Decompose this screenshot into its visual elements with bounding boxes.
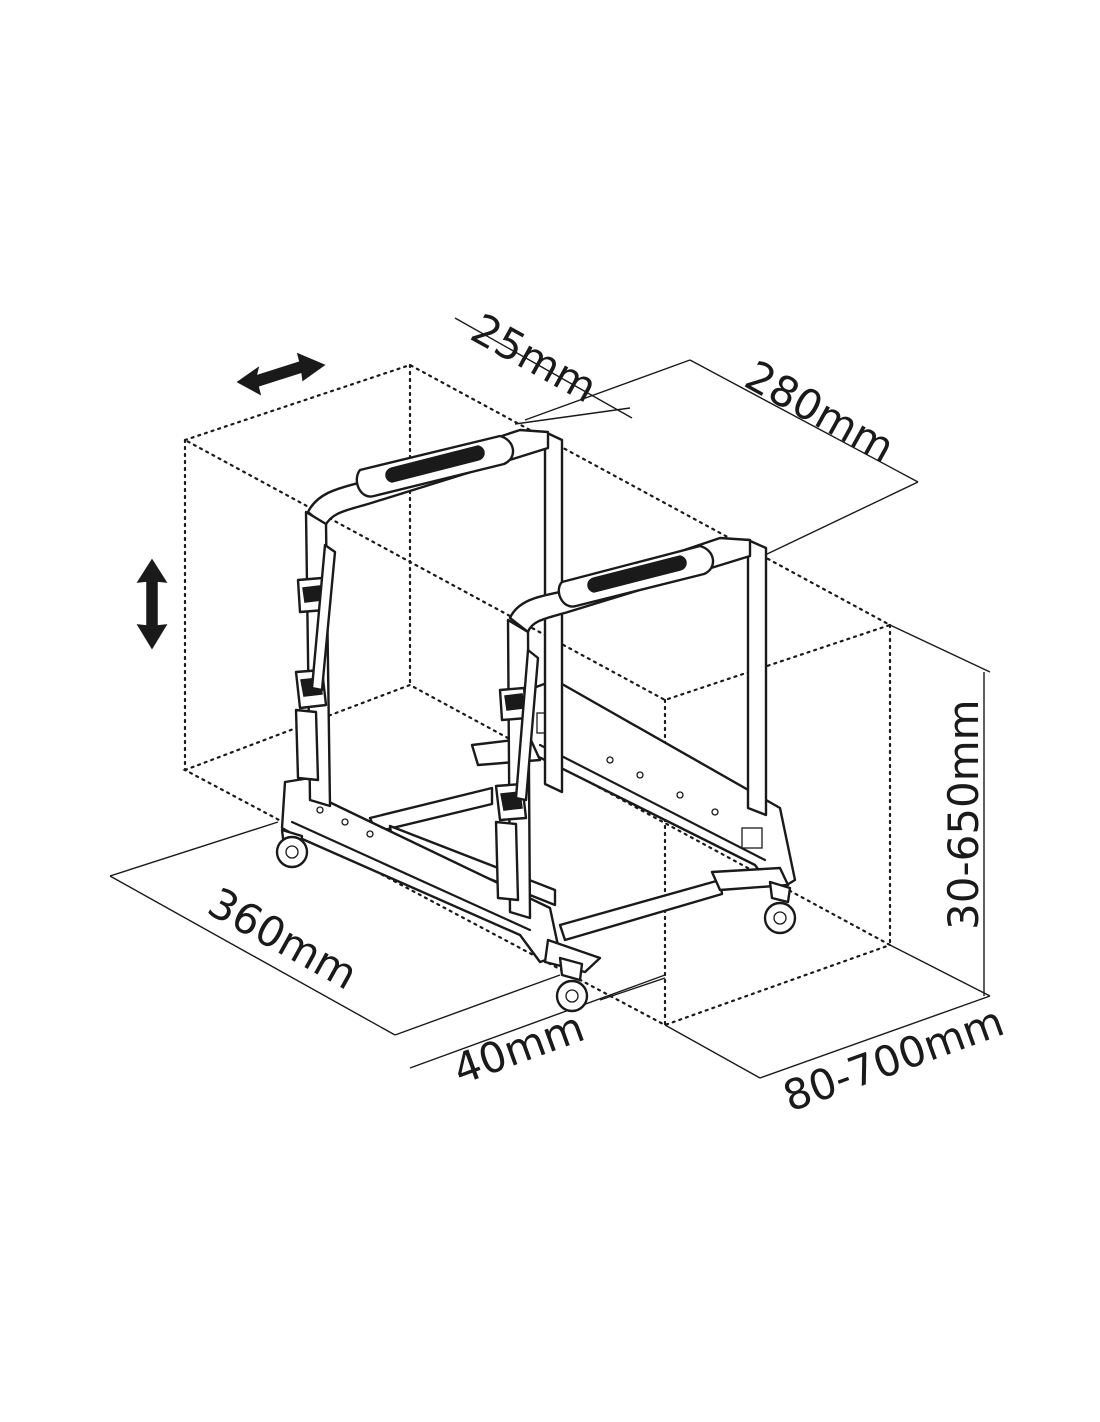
dimension-40mm: 40mm [409,974,666,1094]
right-strap [494,536,768,920]
dimension-label-40mm: 40mm [447,1002,591,1094]
dimension-25mm: 25mm [454,304,633,425]
double-arrow-horizontal-icon [236,352,326,396]
double-arrow-vertical-icon [136,558,168,650]
dimension-30-650mm: 30-650mm [889,624,991,997]
caster-wheel [555,956,589,1013]
dimension-label-280mm: 280mm [737,351,902,472]
caster-wheel [763,880,797,935]
dimension-label-360mm: 360mm [200,878,365,999]
dimension-label-30-650mm: 30-650mm [939,699,988,930]
dimension-80-700mm: 80-700mm [664,995,1010,1121]
dimension-label-25mm: 25mm [463,304,605,412]
rail-slot [741,827,763,849]
base-frame [280,678,797,974]
caster-wheel [275,828,309,869]
